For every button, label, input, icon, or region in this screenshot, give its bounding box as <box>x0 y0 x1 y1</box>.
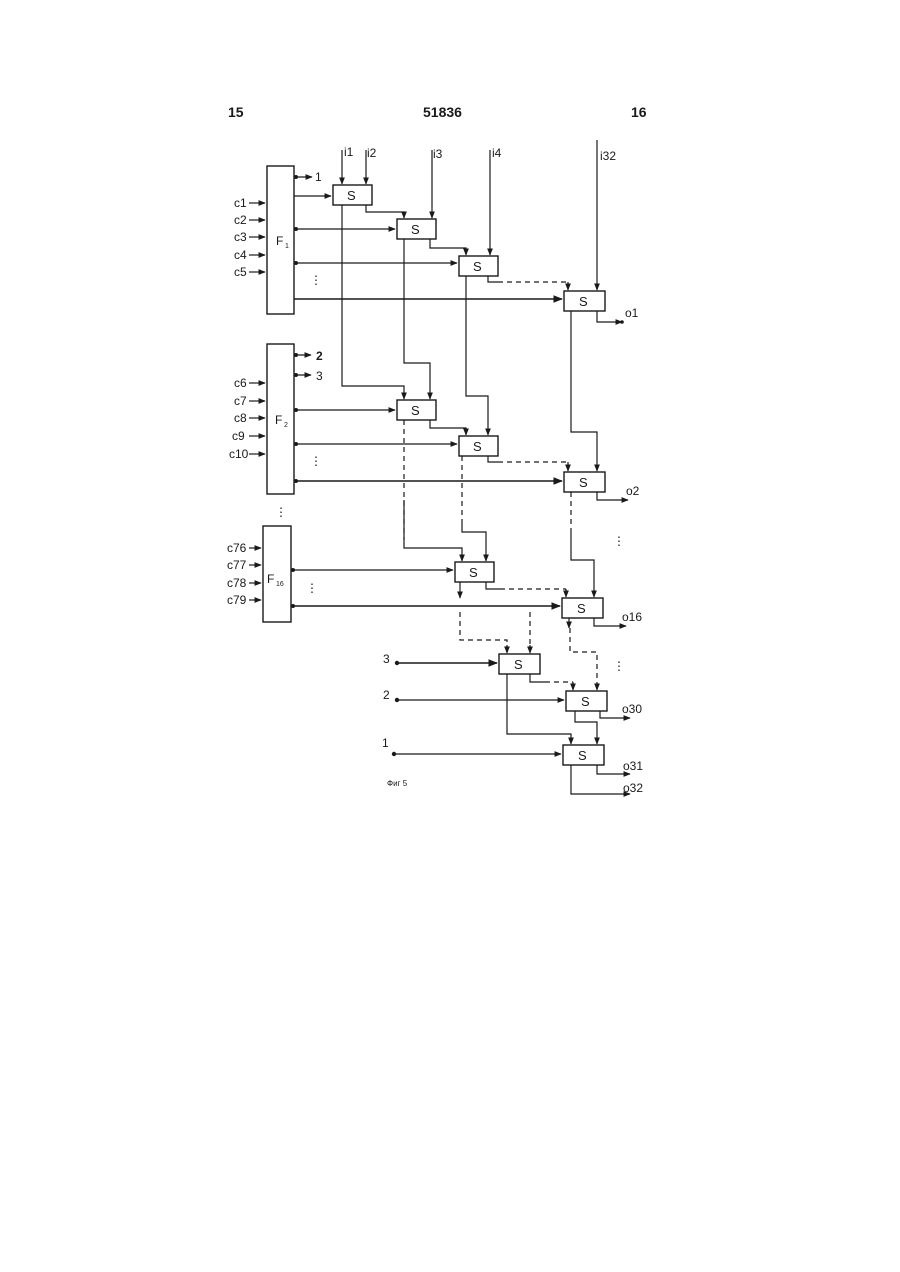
input-label-c8: c8 <box>234 411 247 425</box>
filter-f2-output-2: 2 <box>316 349 323 363</box>
input-label-c1: c1 <box>234 196 247 210</box>
filter-f2-output-3: 3 <box>316 369 323 383</box>
output-label-o16: o16 <box>622 610 642 624</box>
f1-input-labels: c1 c2 c3 c4 c5 <box>234 196 247 279</box>
input-label-c2: c2 <box>234 213 247 227</box>
input-label-i2: i2 <box>367 146 377 160</box>
input-label-i1: i1 <box>344 145 354 159</box>
s-label: S <box>577 601 586 616</box>
s-label: S <box>411 403 420 418</box>
f1-ellipsis: ⋮ <box>310 273 322 287</box>
input-label-c10: c10 <box>229 447 249 461</box>
s-label: S <box>411 222 420 237</box>
output-label-o32: o32 <box>623 781 643 795</box>
s-label: S <box>473 439 482 454</box>
input-label-i32: i32 <box>600 149 616 163</box>
output-label-o1: o1 <box>625 306 639 320</box>
s-label: S <box>579 294 588 309</box>
f16-input-labels: c76 c77 c78 c79 <box>227 541 247 607</box>
filter-f1-label: F <box>276 234 283 248</box>
input-label-c9: c9 <box>232 429 245 443</box>
input-label-c3: c3 <box>234 230 247 244</box>
input-label-c77: c77 <box>227 558 247 572</box>
filter-f16-label: F <box>267 572 274 586</box>
top-input-labels: i1 i2 i3 i4 i32 <box>344 145 616 163</box>
input-label-i3: i3 <box>433 147 443 161</box>
output-label-o30: o30 <box>622 702 642 716</box>
s-label: S <box>469 565 478 580</box>
input-label-c5: c5 <box>234 265 247 279</box>
filter-f2-label: F <box>275 413 282 427</box>
filter-f2-sub: 2 <box>284 422 288 429</box>
outputs-ellipsis-2: ⋮ <box>613 659 625 673</box>
input-label-c6: c6 <box>234 376 247 390</box>
s-label: S <box>578 748 587 763</box>
bottom-input-labels: 3 2 1 <box>382 652 390 750</box>
s-label: S <box>579 475 588 490</box>
s-blocks <box>333 185 607 765</box>
f1-input-wires <box>249 203 265 272</box>
output-label-o2: o2 <box>626 484 640 498</box>
output-label-o31: o31 <box>623 759 643 773</box>
f16-input-wires <box>249 548 261 600</box>
input-label-c7: c7 <box>234 394 247 408</box>
f16-ellipsis: ⋮ <box>306 581 318 595</box>
filter-f16-sub: 16 <box>276 581 284 588</box>
output-labels: o1 o2 o16 o30 o31 o32 <box>620 306 643 795</box>
s-label: S <box>514 657 523 672</box>
input-label-3: 3 <box>383 652 390 666</box>
f2-input-labels: c6 c7 c8 c9 c10 <box>229 376 249 461</box>
input-label-c78: c78 <box>227 576 247 590</box>
filters-ellipsis: ⋮ <box>275 505 287 519</box>
input-label-i4: i4 <box>492 146 502 160</box>
input-label-c4: c4 <box>234 248 247 262</box>
s-label: S <box>581 694 590 709</box>
f2-input-wires <box>249 383 265 454</box>
input-label-1: 1 <box>382 736 389 750</box>
s-label: S <box>347 188 356 203</box>
f16-output-wires <box>291 568 560 608</box>
f1-output-wires <box>294 196 562 299</box>
figure-caption: Фиг 5 <box>387 779 408 788</box>
bottom-input-wires <box>392 661 564 756</box>
filter-f1-output-1: 1 <box>315 170 322 184</box>
filter-f1-sub: 1 <box>285 243 289 250</box>
input-label-c79: c79 <box>227 593 247 607</box>
s-label: S <box>473 259 482 274</box>
outputs-ellipsis-1: ⋮ <box>613 534 625 548</box>
input-label-2: 2 <box>383 688 390 702</box>
input-label-c76: c76 <box>227 541 247 555</box>
f2-ellipsis: ⋮ <box>310 454 322 468</box>
